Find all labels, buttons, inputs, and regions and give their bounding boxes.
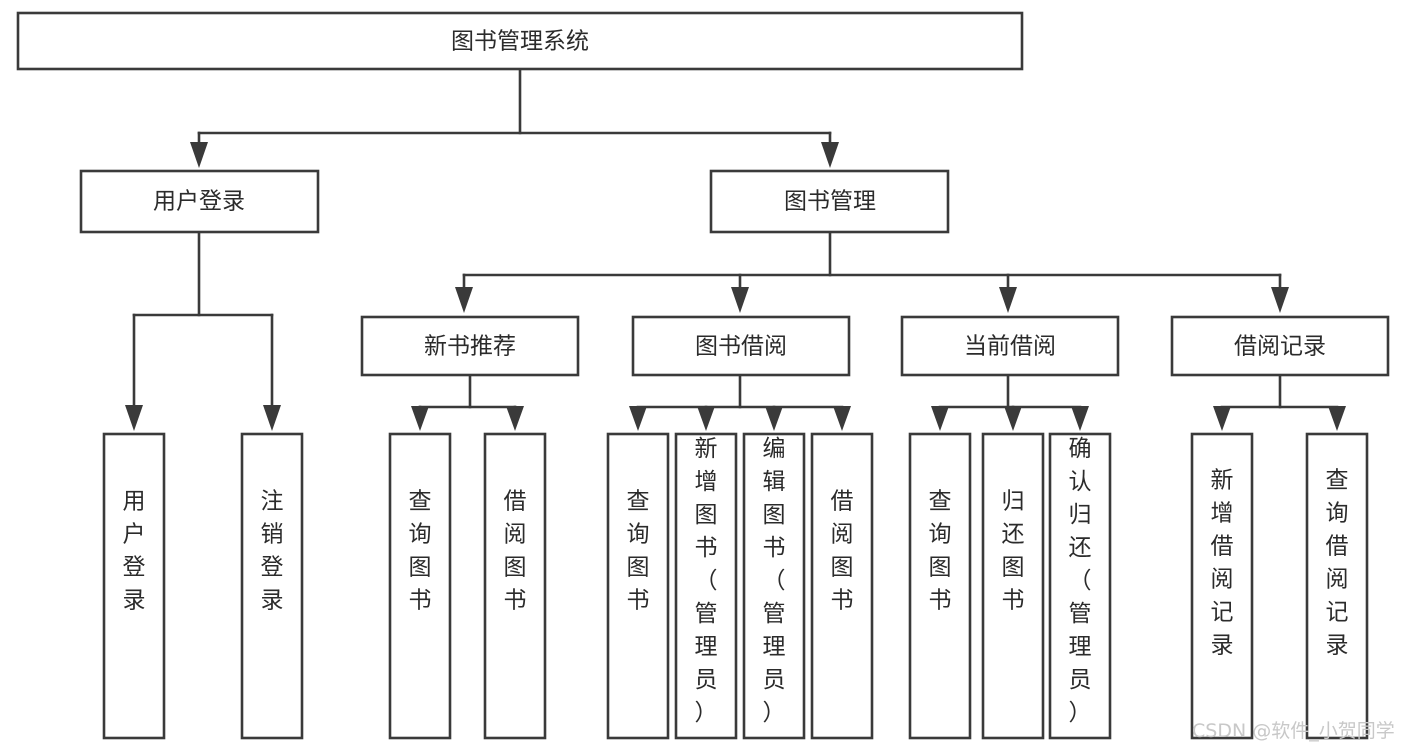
- leaf-node-box[interactable]: [102, 432, 166, 740]
- arrow-icon: [1071, 406, 1089, 431]
- leaf-node-label: 借阅图书: [831, 489, 854, 614]
- node-new-book-recommend-box[interactable]: [360, 315, 580, 377]
- leaf-node-box[interactable]: [810, 432, 874, 740]
- leaf-node[interactable]: 查询图书: [908, 432, 972, 740]
- leaf-node-box[interactable]: [1190, 432, 1254, 740]
- leaf-node-box[interactable]: [483, 432, 547, 740]
- leaf-node[interactable]: 借阅图书: [483, 432, 547, 740]
- arrow-icon: [263, 405, 281, 431]
- leaf-node[interactable]: 注销登录: [240, 432, 304, 740]
- leaf-node[interactable]: 查询图书: [388, 432, 452, 740]
- node-root-box[interactable]: [16, 11, 1024, 71]
- leaf-node[interactable]: 确认归还（管理员）: [1048, 432, 1112, 740]
- leaf-node[interactable]: 借阅图书: [810, 432, 874, 740]
- connectors-borrow-to-leaves: [629, 373, 851, 431]
- node-root[interactable]: 图书管理系统: [16, 11, 1024, 71]
- arrow-icon: [1213, 406, 1231, 431]
- node-user-login-label: 用户登录: [153, 189, 245, 215]
- node-current-borrow-label: 当前借阅: [964, 334, 1056, 360]
- node-borrow-record[interactable]: 借阅记录: [1170, 315, 1390, 377]
- leaf-node-label: 用户登录: [123, 489, 146, 614]
- leaf-node-box[interactable]: [981, 432, 1045, 740]
- node-borrow-record-label: 借阅记录: [1234, 334, 1326, 360]
- leaf-node-box[interactable]: [388, 432, 452, 740]
- leaf-node-label: 编辑图书（管理员）: [763, 436, 786, 726]
- connectors-userlogin-to-leaves: [125, 230, 281, 431]
- node-book-borrow[interactable]: 图书借阅: [631, 315, 851, 377]
- node-book-borrow-label: 图书借阅: [695, 334, 787, 360]
- leaf-node[interactable]: 查询借阅记录: [1305, 432, 1369, 740]
- node-current-borrow[interactable]: 当前借阅: [900, 315, 1120, 377]
- arrow-icon: [506, 406, 524, 431]
- leaf-node-label: 查询借阅记录: [1326, 467, 1349, 658]
- leaf-node-box[interactable]: [742, 432, 806, 740]
- leaf-node-layer: 用户登录 注销登录 查询图书 借阅图书 查询图书 新增图书（管理员） 编辑图书（管理员） 借阅…: [102, 432, 1369, 740]
- node-book-management-label: 图书管理: [784, 189, 876, 215]
- leaf-node[interactable]: 查询图书: [606, 432, 670, 740]
- leaf-node[interactable]: 归还图书: [981, 432, 1045, 740]
- leaf-node-label: 查询图书: [929, 489, 952, 614]
- leaf-node-box[interactable]: [1048, 432, 1112, 740]
- connectors-bookmgmt-to-level3: [455, 230, 1289, 313]
- leaf-node[interactable]: 用户登录: [102, 432, 166, 740]
- node-borrow-record-box[interactable]: [1170, 315, 1390, 377]
- watermark-text: CSDN @软件_小贺同学: [1192, 720, 1395, 742]
- arrow-icon: [411, 406, 429, 431]
- arrow-icon: [125, 405, 143, 431]
- arrow-icon: [1328, 406, 1346, 431]
- leaf-node-label: 查询图书: [409, 489, 432, 614]
- leaf-node[interactable]: 新增借阅记录: [1190, 432, 1254, 740]
- node-new-book-recommend-label: 新书推荐: [424, 334, 516, 360]
- arrow-icon: [1004, 406, 1022, 431]
- arrow-icon: [697, 406, 715, 431]
- leaf-node-box[interactable]: [1305, 432, 1369, 740]
- leaf-node-label: 借阅图书: [504, 489, 527, 614]
- leaf-node-box[interactable]: [674, 432, 738, 740]
- arrow-icon: [731, 287, 749, 313]
- leaf-node-label: 注销登录: [261, 489, 284, 614]
- arrow-icon: [190, 142, 208, 168]
- leaf-node-box[interactable]: [240, 432, 304, 740]
- arrow-icon: [833, 406, 851, 431]
- leaf-node[interactable]: 编辑图书（管理员）: [742, 432, 806, 740]
- arrow-icon: [999, 287, 1017, 313]
- arrow-icon: [455, 287, 473, 313]
- connectors-newbook-to-leaves: [411, 373, 524, 431]
- leaf-node-box[interactable]: [908, 432, 972, 740]
- connectors-current-to-leaves: [931, 373, 1089, 431]
- node-book-management[interactable]: 图书管理: [709, 169, 950, 234]
- leaf-node-label: 确认归还（管理员）: [1069, 436, 1092, 726]
- arrow-icon: [931, 406, 949, 431]
- leaf-node-label: 查询图书: [627, 489, 650, 614]
- leaf-node-label: 新增图书（管理员）: [695, 436, 718, 726]
- arrow-icon: [821, 142, 839, 168]
- node-book-borrow-box[interactable]: [631, 315, 851, 377]
- connectors-record-to-leaves: [1213, 373, 1346, 431]
- leaf-node-label: 新增借阅记录: [1211, 467, 1234, 658]
- leaf-node-box[interactable]: [606, 432, 670, 740]
- node-user-login[interactable]: 用户登录: [79, 169, 320, 234]
- arrow-icon: [765, 406, 783, 431]
- node-current-borrow-box[interactable]: [900, 315, 1120, 377]
- node-root-label: 图书管理系统: [451, 29, 589, 55]
- arrow-icon: [1271, 287, 1289, 313]
- node-user-login-box[interactable]: [79, 169, 320, 234]
- connectors-root-to-level2: [190, 67, 839, 168]
- leaf-node[interactable]: 新增图书（管理员）: [674, 432, 738, 740]
- leaf-node-label: 归还图书: [1002, 489, 1025, 614]
- node-new-book-recommend[interactable]: 新书推荐: [360, 315, 580, 377]
- arrow-icon: [629, 406, 647, 431]
- node-book-management-box[interactable]: [709, 169, 950, 234]
